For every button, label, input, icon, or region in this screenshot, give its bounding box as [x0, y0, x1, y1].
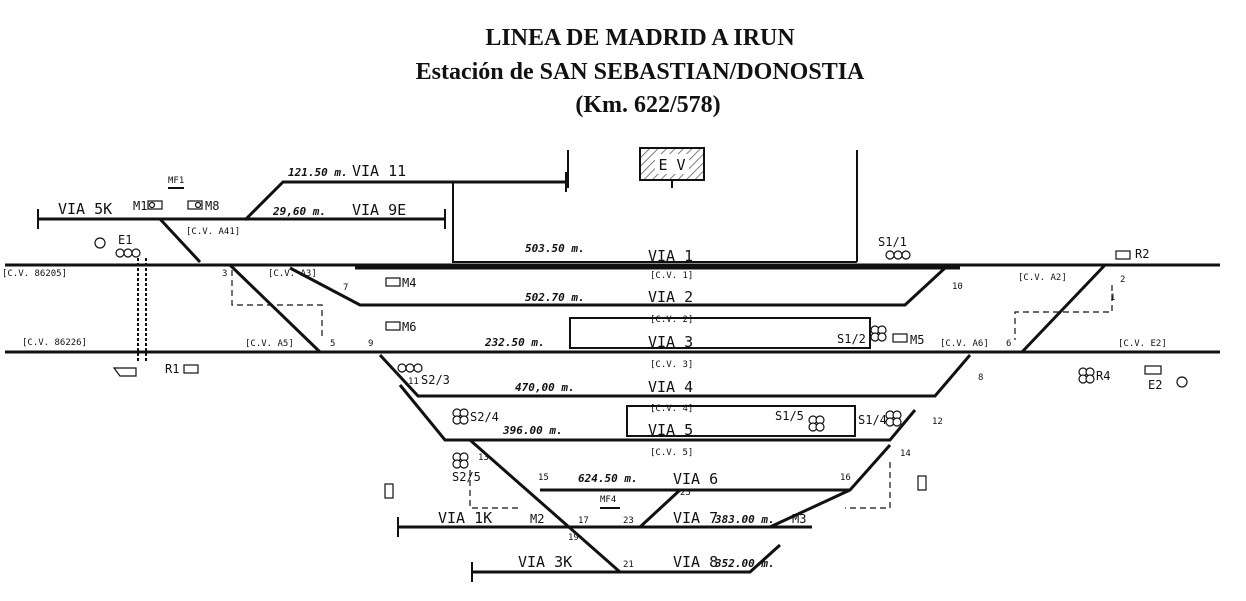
building-label: E V — [658, 156, 685, 174]
len-via-8: 352.00 m. — [714, 557, 775, 570]
station-building: E V — [639, 147, 705, 188]
cv-4: [C.V. 4] — [650, 404, 693, 414]
len-via-5: 396.00 m. — [502, 424, 563, 437]
len-via-1: 503.50 m. — [525, 242, 585, 255]
cv-a3: [C.V. A3] — [268, 269, 317, 279]
signal-s1-4: S1/4 — [858, 413, 887, 427]
signal-s2-4: S2/4 — [470, 410, 499, 424]
cv-a2: [C.V. A2] — [1018, 273, 1067, 283]
switch-2: 2 — [1120, 275, 1125, 285]
signal-m4: M4 — [402, 276, 416, 290]
len-via-6: 624.50 m. — [578, 472, 638, 485]
cv-e2: [C.V. E2] — [1118, 339, 1167, 349]
title-line-1: LINEA DE MADRID A IRUN — [485, 25, 795, 51]
switch-15: 15 — [538, 473, 549, 483]
switch-numbers: 3 7 5 9 11 13 15 17 19 21 23 25 1 2 6 8 … — [222, 269, 1125, 570]
len-via-11: 121.50 m. — [288, 166, 348, 179]
switch-25: 25 — [680, 488, 691, 498]
signal-m2: M2 — [530, 512, 544, 526]
signal-e1: E1 — [118, 233, 132, 247]
switch-23: 23 — [623, 516, 634, 526]
label-via-11: VIA 11 — [352, 162, 406, 180]
cv-86205: [C.V. 86205] — [2, 269, 67, 279]
signal-s1-2: S1/2 — [837, 332, 866, 346]
label-via-3: VIA 3 — [648, 333, 693, 351]
switch-11: 11 — [408, 377, 419, 387]
label-via-1k: VIA 1K — [438, 509, 492, 527]
label-via-5: VIA 5 — [648, 421, 693, 439]
switch-3: 3 — [222, 269, 227, 279]
switch-16: 16 — [840, 473, 851, 483]
len-via-7: 383.00 m. — [714, 513, 775, 526]
signal-s1-1: S1/1 — [878, 235, 907, 249]
label-via-3k: VIA 3K — [518, 553, 572, 571]
switch-8: 8 — [978, 373, 983, 383]
signals: M1 M8 MF1 MF4 E1 R1 M4 M6 S2/3 S2/4 S2/5… — [94, 176, 1188, 526]
cv-86226: [C.V. 86226] — [22, 338, 87, 348]
signal-m5: M5 — [910, 333, 924, 347]
signal-r1: R1 — [165, 362, 179, 376]
switch-5: 5 — [330, 339, 335, 349]
label-via-8: VIA 8 — [673, 553, 718, 571]
signal-icon — [94, 187, 1188, 509]
label-via-9e: VIA 9E — [352, 201, 406, 219]
switch-12: 12 — [932, 417, 943, 427]
label-via-2: VIA 2 — [648, 288, 693, 306]
cv-1: [C.V. 1] — [650, 271, 693, 281]
label-via-4: VIA 4 — [648, 378, 693, 396]
track-lower-fan — [469, 438, 621, 574]
track-via-4 — [378, 353, 972, 398]
title-line-3: (Km. 622/578) — [575, 92, 720, 118]
switch-13: 13 — [478, 453, 489, 463]
cv-2: [C.V. 2] — [650, 315, 693, 325]
signal-s2-5: S2/5 — [452, 470, 481, 484]
switch-7: 7 — [343, 283, 348, 293]
len-via-4: 470,00 m. — [515, 381, 575, 394]
label-via-5k: VIA 5K — [58, 200, 112, 218]
switch-6: 6 — [1006, 339, 1011, 349]
switch-10: 10 — [952, 282, 963, 292]
len-via-2: 502.70 m. — [525, 291, 585, 304]
signal-m8: M8 — [205, 199, 219, 213]
cv-5: [C.V. 5] — [650, 448, 693, 458]
signal-m3: M3 — [792, 512, 806, 526]
track-via-8 — [472, 543, 782, 574]
track-via-11 — [243, 180, 568, 222]
switch-1: 1 — [1110, 293, 1115, 303]
cv-3: [C.V. 3] — [650, 360, 693, 370]
signal-mf4: MF4 — [600, 495, 616, 505]
signal-m6: M6 — [402, 320, 416, 334]
switch-9: 9 — [368, 339, 373, 349]
tracks — [5, 172, 1220, 582]
track-via-5 — [398, 384, 917, 442]
label-via-1: VIA 1 — [648, 247, 693, 265]
cv-a6: [C.V. A6] — [940, 339, 989, 349]
signal-s1-5: S1/5 — [775, 409, 804, 423]
label-via-6: VIA 6 — [673, 470, 718, 488]
signal-m1: M1 — [133, 199, 147, 213]
signal-e2: E2 — [1148, 378, 1162, 392]
control-links — [231, 270, 1113, 509]
cv-a41: [C.V. A41] — [186, 227, 240, 237]
switch-17: 17 — [578, 516, 589, 526]
track-labels: 121.50 m. VIA 11 VIA 5K 29,60 m. VIA 9E … — [58, 162, 775, 571]
platform-lines — [452, 150, 871, 437]
label-via-7: VIA 7 — [673, 509, 718, 527]
signal-s2-3: S2/3 — [421, 373, 450, 387]
track-via-2 — [289, 266, 947, 307]
title-line-2: Estación de SAN SEBASTIAN/DONOSTIA — [416, 59, 865, 85]
signal-r2: R2 — [1135, 247, 1149, 261]
len-via-3: 232.50 m. — [484, 336, 545, 349]
signal-mf1: MF1 — [168, 176, 184, 186]
switch-21: 21 — [623, 560, 634, 570]
signal-r4: R4 — [1096, 369, 1110, 383]
len-via-9e: 29,60 m. — [272, 205, 326, 218]
circuit-labels: [C.V. A41] [C.V. A3] [C.V. 86205] [C.V. … — [2, 227, 1167, 458]
switch-19: 19 — [568, 533, 579, 543]
switch-14: 14 — [900, 449, 911, 459]
cv-a5: [C.V. A5] — [245, 339, 294, 349]
